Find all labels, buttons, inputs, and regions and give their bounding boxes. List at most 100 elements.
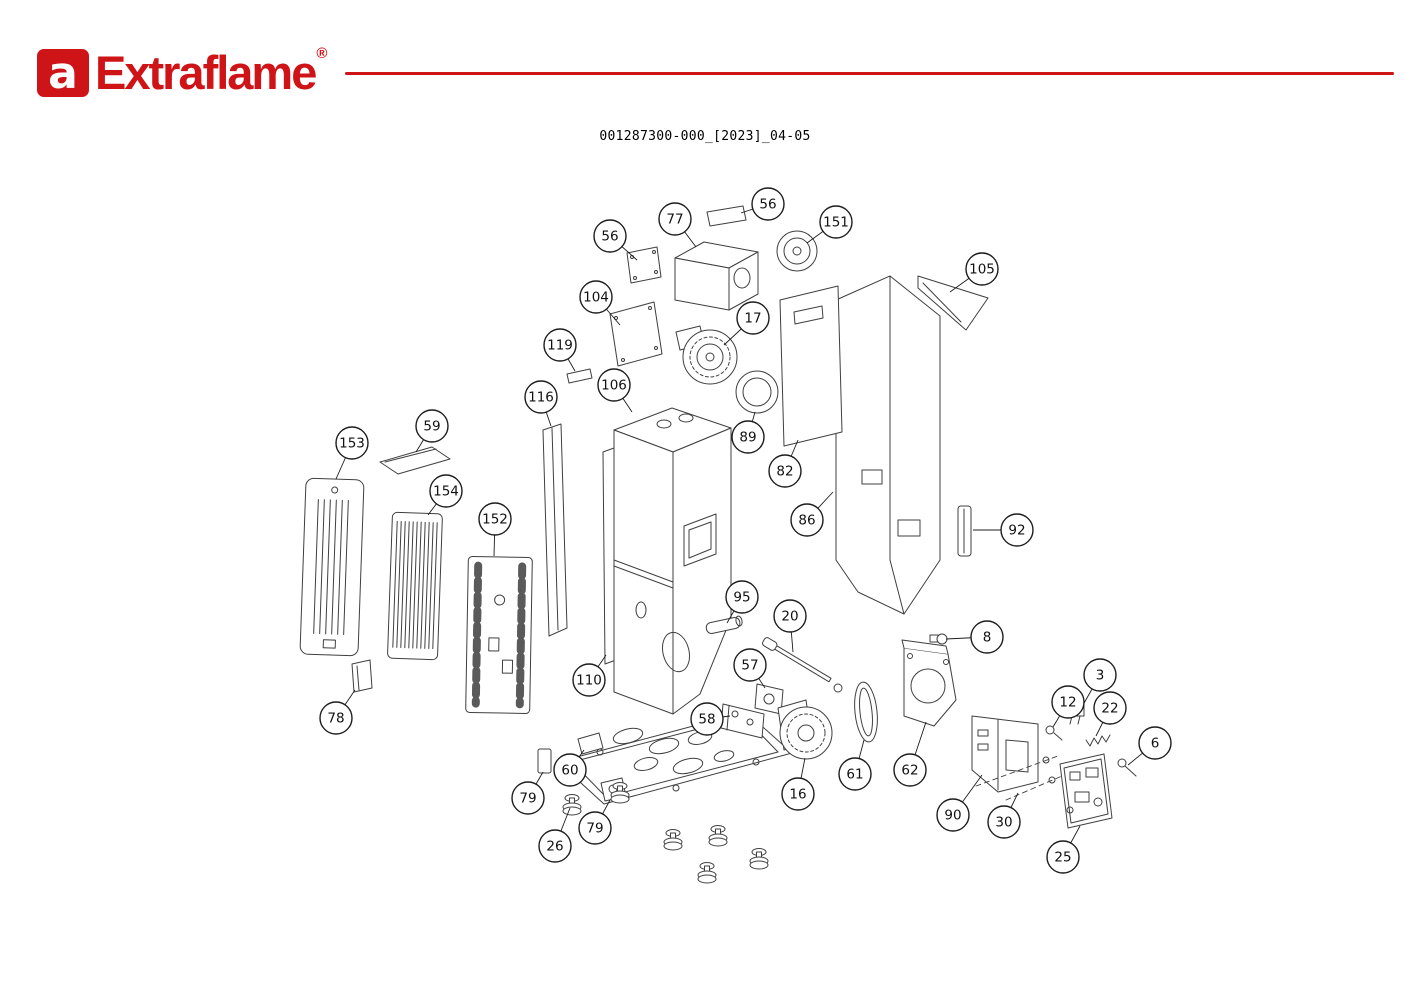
svg-text:82: 82 [776, 464, 793, 480]
callout-30: 30 [987, 792, 1021, 839]
callout-20: 20 [773, 599, 807, 653]
svg-text:151: 151 [823, 215, 849, 231]
callout-110: 110 [572, 654, 607, 697]
part-152-back-panel [465, 556, 533, 714]
extraflame-logo-icon: a [37, 48, 89, 98]
callout-78: 78 [319, 689, 356, 735]
svg-text:92: 92 [1008, 523, 1025, 539]
callout-105: 105 [949, 252, 999, 293]
callout-26: 26 [538, 807, 572, 863]
svg-text:30: 30 [995, 815, 1012, 831]
callout-25: 25 [1046, 825, 1081, 874]
callout-17: 17 [723, 301, 770, 346]
callout-77: 77 [658, 202, 697, 248]
svg-text:26: 26 [546, 839, 563, 855]
svg-text:12: 12 [1059, 695, 1076, 711]
svg-text:152: 152 [482, 512, 508, 528]
svg-text:16: 16 [789, 787, 806, 803]
svg-text:60: 60 [561, 763, 578, 779]
part-6-screw [1117, 758, 1137, 777]
callout-153: 153 [335, 426, 369, 480]
callout-106: 106 [597, 368, 633, 413]
svg-text:56: 56 [601, 229, 618, 245]
svg-text:61: 61 [846, 767, 863, 783]
part-78-bracket [351, 659, 373, 693]
part-17-blower [675, 325, 738, 385]
callout-60: 60 [553, 749, 587, 787]
registered-trademark-icon: ® [316, 45, 328, 62]
part-90-bracket [971, 715, 1039, 793]
svg-text:3: 3 [1096, 668, 1105, 684]
callout-151: 151 [806, 205, 853, 244]
svg-text:79: 79 [519, 791, 536, 807]
callout-layer: 5677561511051041711910611689825915315486… [319, 187, 1172, 874]
callout-62: 62 [893, 721, 927, 787]
svg-text:20: 20 [781, 609, 798, 625]
callout-79: 79 [578, 799, 612, 845]
svg-text:106: 106 [601, 378, 627, 394]
svg-text:86: 86 [798, 513, 815, 529]
svg-text:79: 79 [586, 821, 603, 837]
callout-22: 22 [1093, 691, 1127, 737]
part-25-control-board [1059, 753, 1113, 829]
part-16-gear-motor [777, 699, 833, 760]
extraflame-logo: a Extraflame ® [36, 45, 328, 98]
svg-text:62: 62 [901, 763, 918, 779]
part-153-grille [299, 477, 365, 657]
svg-text:57: 57 [741, 658, 758, 674]
svg-text:6: 6 [1151, 736, 1160, 752]
svg-text:59: 59 [423, 419, 440, 435]
callout-6: 6 [1127, 726, 1172, 766]
callout-116: 116 [524, 380, 558, 427]
part-12-screw [1045, 725, 1063, 741]
callout-79: 79 [511, 771, 545, 815]
callout-154: 154 [427, 474, 463, 516]
part-20-rod [762, 637, 843, 693]
callout-16: 16 [781, 757, 815, 811]
callout-56: 56 [593, 219, 638, 261]
part-105-cover-strip [917, 275, 989, 331]
part-92-strip [957, 505, 972, 557]
callout-92: 92 [973, 513, 1034, 547]
svg-text:22: 22 [1101, 701, 1118, 717]
part-79-plate-left [537, 748, 552, 774]
document-code: 001287300-000_[2023]_04-05 [599, 129, 811, 144]
svg-text:119: 119 [547, 338, 573, 354]
callout-8: 8 [945, 620, 1004, 654]
svg-text:104: 104 [583, 290, 609, 306]
callout-90: 90 [936, 774, 983, 832]
part-56-plate-left [626, 246, 662, 284]
svg-text:78: 78 [327, 711, 344, 727]
callout-12: 12 [1051, 685, 1085, 728]
part-95-igniter [705, 615, 743, 634]
part-77-smoke-box [674, 241, 759, 311]
callout-3: 3 [1082, 658, 1117, 706]
svg-text:153: 153 [339, 436, 365, 452]
logo-glyph: a [48, 48, 78, 98]
svg-text:116: 116 [528, 390, 554, 406]
parts-drawing [299, 205, 1137, 884]
callout-59: 59 [415, 409, 449, 453]
part-119-strip [566, 368, 593, 384]
svg-text:56: 56 [759, 197, 776, 213]
part-30-screws-axis [975, 755, 1063, 801]
callout-89: 89 [731, 411, 765, 454]
svg-text:58: 58 [698, 712, 715, 728]
svg-text:110: 110 [576, 673, 602, 689]
header: a Extraflame ® [36, 44, 1394, 102]
part-86-side-panel [835, 275, 941, 615]
part-59-top-plate [379, 446, 451, 475]
svg-text:95: 95 [733, 590, 750, 606]
svg-text:17: 17 [744, 311, 761, 327]
callout-104: 104 [579, 280, 621, 326]
part-22-spring [1085, 734, 1111, 747]
callout-82: 82 [768, 439, 802, 488]
part-154-grille [387, 511, 443, 661]
svg-text:90: 90 [944, 808, 961, 824]
callout-152: 152 [478, 502, 512, 557]
callout-86: 86 [790, 491, 834, 537]
callout-58: 58 [690, 702, 731, 736]
part-8-sensor [929, 633, 948, 645]
